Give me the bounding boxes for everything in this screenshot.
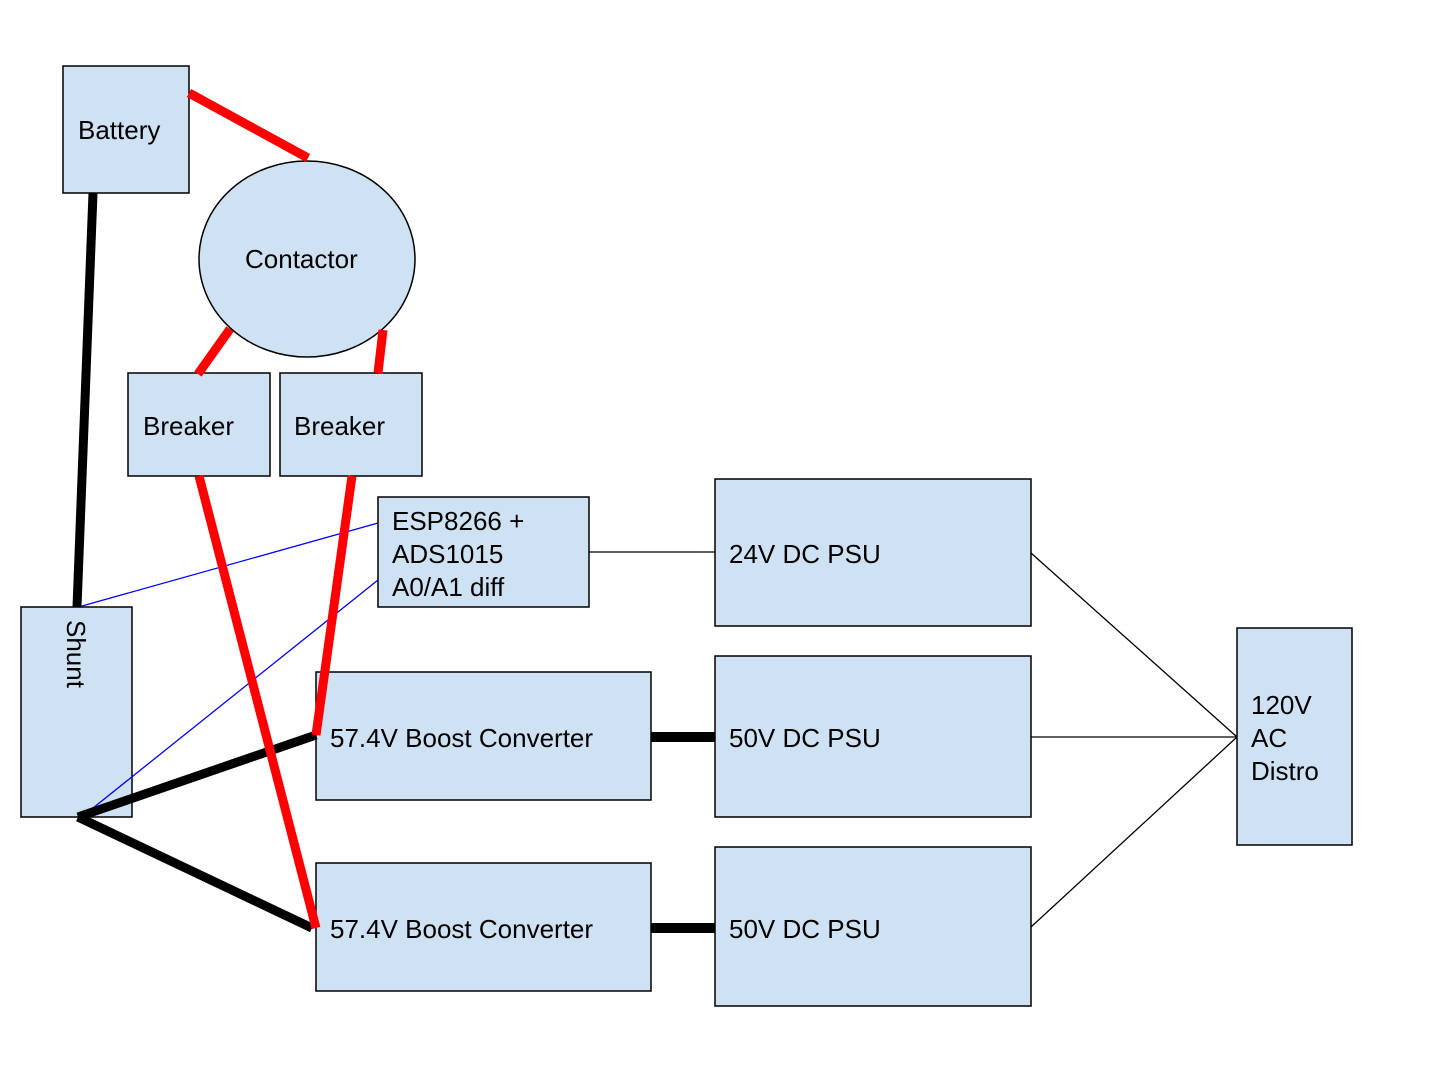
- esp-label-line-3: A0/A1 diff: [392, 572, 505, 602]
- esp-label-line-1: ESP8266 +: [392, 506, 524, 536]
- wire-50v-psu-2-to-ac-distro: [1030, 736, 1238, 928]
- node-esp8266[interactable]: ESP8266 + ADS1015 A0/A1 diff: [377, 496, 590, 608]
- node-contactor[interactable]: Contactor: [198, 160, 416, 358]
- positive-wire-contactor-to-breaker-2: [373, 329, 388, 374]
- breaker-1-label: Breaker: [143, 411, 234, 441]
- positive-wire-breaker-1-to-boost-2: [194, 474, 321, 930]
- breaker-2-label: Breaker: [294, 411, 385, 441]
- boost-2-label: 57.4V Boost Converter: [330, 914, 593, 944]
- boost-1-label: 57.4V Boost Converter: [330, 723, 593, 753]
- psu-24-label: 24V DC PSU: [729, 539, 881, 569]
- node-50v-psu-2[interactable]: 50V DC PSU: [714, 846, 1032, 1007]
- contactor-label: Contactor: [245, 244, 358, 274]
- node-boost-converter-2[interactable]: 57.4V Boost Converter: [315, 862, 652, 992]
- node-shunt[interactable]: Shunt: [20, 606, 133, 818]
- ac-distro-label-line-2: AC: [1251, 723, 1287, 753]
- node-ac-distro[interactable]: 120V AC Distro: [1236, 627, 1353, 846]
- positive-wire-battery-to-contactor: [186, 89, 311, 162]
- wire-24v-psu-to-ac-distro: [1030, 552, 1238, 738]
- wires: [72, 89, 1238, 933]
- node-breaker-2[interactable]: Breaker: [279, 372, 423, 477]
- negative-wire-shunt-to-boost-2: [76, 812, 314, 933]
- shunt-label: Shunt: [61, 620, 91, 689]
- esp-label-line-2: ADS1015: [392, 539, 503, 569]
- battery-label: Battery: [78, 115, 160, 145]
- node-50v-psu-1[interactable]: 50V DC PSU: [714, 655, 1032, 818]
- psu-50-1-label: 50V DC PSU: [729, 723, 881, 753]
- negative-wire-shunt-to-boost-1: [76, 730, 318, 822]
- positive-wire-contactor-to-breaker-1: [194, 326, 234, 377]
- negative-wire-battery-to-shunt: [72, 192, 98, 608]
- node-battery[interactable]: Battery: [62, 65, 190, 194]
- ac-distro-label-line-1: 120V: [1251, 690, 1312, 720]
- sense-wire-shunt-top-to-esp: [81, 522, 379, 607]
- node-boost-converter-1[interactable]: 57.4V Boost Converter: [315, 671, 652, 801]
- node-breaker-1[interactable]: Breaker: [127, 372, 271, 477]
- ac-distro-label-line-3: Distro: [1251, 756, 1319, 786]
- psu-50-2-label: 50V DC PSU: [729, 914, 881, 944]
- node-24v-psu[interactable]: 24V DC PSU: [714, 478, 1032, 627]
- positive-wire-breaker-2-to-boost-1: [311, 475, 357, 736]
